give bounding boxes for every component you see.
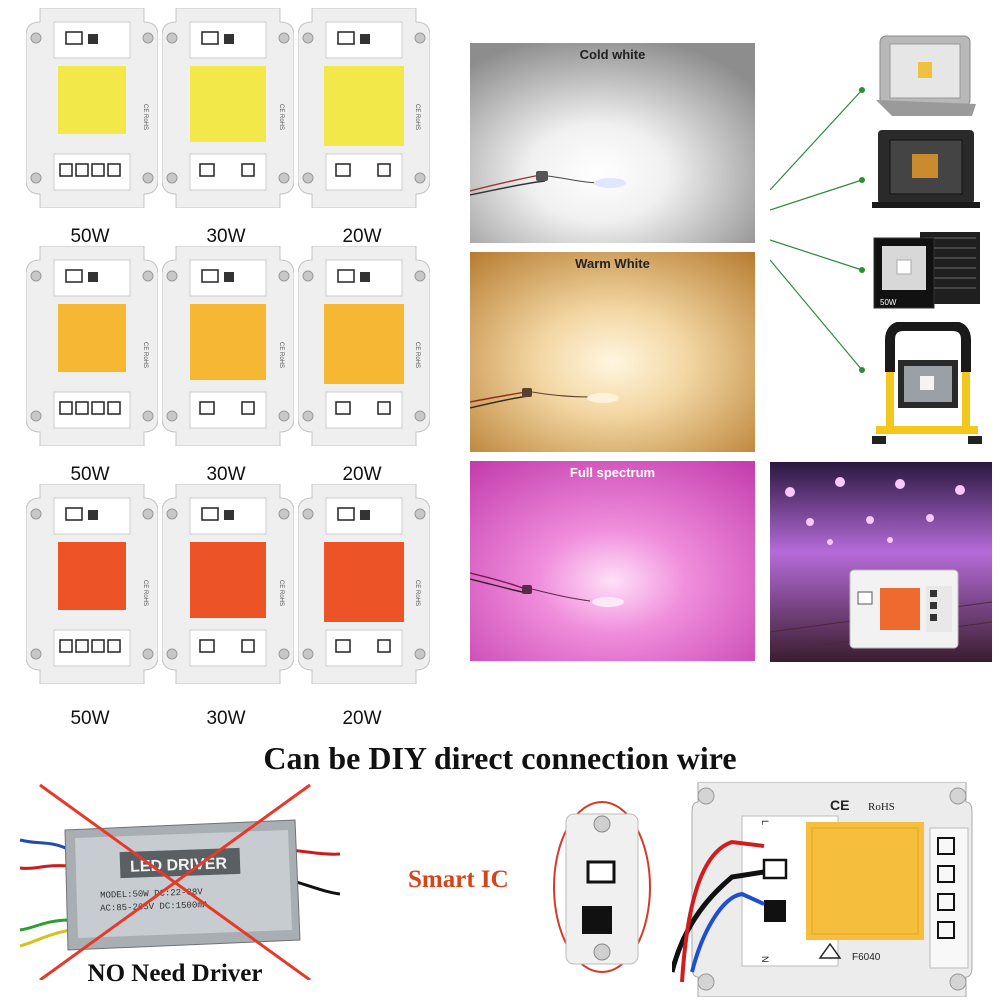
cob-chip-warm-white-30w: CE RoHS (162, 246, 294, 446)
led-grid (811, 827, 919, 935)
wattage-label: 30W (206, 226, 246, 247)
svg-text:CE RoHS: CE RoHS (414, 104, 420, 130)
cross-line (39, 783, 311, 980)
panel-full-spectrum: Full spectrum (470, 461, 755, 661)
svg-text:CE RoHS: CE RoHS (142, 104, 148, 130)
smart-ic-closeup (553, 801, 651, 973)
wattage-label: 50W (70, 464, 110, 485)
driver-spec-2: AC:85-265V DC:1500mA (100, 900, 209, 914)
headline: Can be DIY direct connection wire (263, 740, 737, 776)
cob-chip-cold-white-30w: CE RoHS (162, 8, 294, 208)
module-model: F6040 (852, 952, 881, 963)
smart-ic-label: Smart IC (408, 866, 509, 893)
panel-title: Cold white (579, 47, 646, 62)
connector-lines (770, 87, 865, 373)
led-driver-crossed: LED DRIVER MODEL:50W DC:22-38V AC:85-265… (19, 783, 340, 980)
cob-chip-warm-white-50w: CE RoHS (26, 246, 158, 446)
wattage-label: 20W (342, 464, 382, 485)
svg-text:CE RoHS: CE RoHS (278, 104, 284, 130)
cob-chip-cold-white-20w: CE RoHS (298, 8, 430, 208)
no-need-driver-caption: NO Need Driver (87, 960, 263, 987)
driver-spec-1: MODEL:50W DC:22-38V (100, 887, 204, 901)
cob-chip-full-spectrum-20w: CE RoHS (298, 484, 430, 684)
svg-text:CE RoHS: CE RoHS (414, 580, 420, 606)
svg-text:CE RoHS: CE RoHS (278, 580, 284, 606)
warm-white-glow (470, 252, 755, 452)
panel-title: Warm White (575, 256, 650, 271)
svg-text:CE RoHS: CE RoHS (414, 342, 420, 368)
flood-lamp-stand (872, 322, 982, 444)
cob-chip-cold-white-50w: CE RoHS (26, 8, 158, 208)
grow-room-photo (770, 462, 992, 662)
flood-lamp-finned: 50W (873, 232, 980, 309)
cob-module-wired: CE RoHS L N F6040 (672, 782, 973, 997)
warning-icon (818, 942, 842, 959)
wattage-label: 30W (206, 464, 246, 485)
panel-title: Full spectrum (569, 465, 656, 480)
svg-text:CE RoHS: CE RoHS (142, 580, 148, 606)
cold-white-glow (470, 43, 755, 243)
svg-text:CE RoHS: CE RoHS (278, 342, 284, 368)
cob-chip-warm-white-20w: CE RoHS (298, 246, 430, 446)
panel-cold-white: Cold white (470, 43, 755, 243)
flood-lamp-silver (876, 35, 976, 116)
terminal-n: N (760, 956, 770, 963)
svg-text:CE RoHS: CE RoHS (142, 342, 148, 368)
cob-chip-full-spectrum-30w: CE RoHS (162, 484, 294, 684)
cob-chip-full-spectrum-50w: CE RoHS (26, 484, 158, 684)
panel-warm-white: Warm White (470, 252, 755, 452)
wattage-label: 20W (342, 226, 382, 247)
lamp-badge: 50W (880, 298, 897, 307)
wattage-label: 20W (342, 708, 382, 729)
ce-mark: CE (830, 797, 849, 813)
full-spectrum-glow (470, 461, 755, 661)
wattage-label: 50W (70, 708, 110, 729)
terminal-l: L (760, 820, 770, 825)
wattage-label: 50W (70, 226, 110, 247)
driver-label: LED DRIVER (130, 855, 228, 875)
rohs-mark: RoHS (868, 801, 895, 813)
wattage-label: 30W (206, 708, 246, 729)
flood-lamp-black (872, 130, 980, 208)
